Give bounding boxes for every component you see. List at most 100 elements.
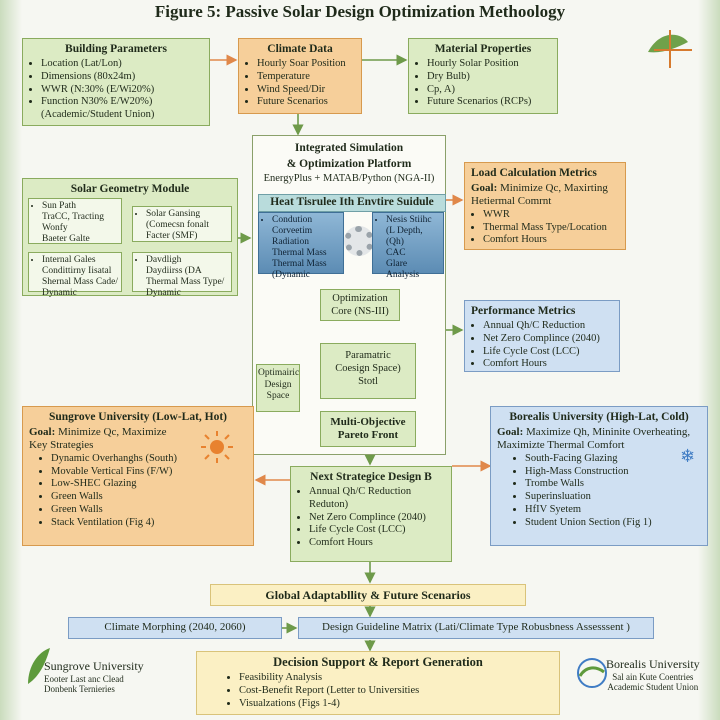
- borealis-university-box: Borealis University (High-Lat, Cold) Goa…: [490, 406, 708, 546]
- solar-sub-daylight: Davdligh Daydiirss (DA Thermal Mass Type…: [132, 252, 232, 298]
- performance-metrics-heading: Performance Metrics: [471, 305, 576, 317]
- next-design-item: Net Zero Complince (2040): [309, 512, 445, 525]
- parametric-line3: Stotl: [358, 375, 378, 387]
- climate-morphing-box: Climate Morphing (2040, 2060): [68, 617, 282, 639]
- solar-sub-item: Wonfy: [42, 222, 68, 233]
- sungrove-item: Green Walls: [51, 491, 247, 504]
- leaf-compass-icon: [648, 30, 692, 68]
- heat-panel-left: Condution Corveetim Radiation Thermal Ma…: [258, 212, 344, 280]
- sungrove-logo-line3: Donbenk Ternieries: [44, 684, 115, 695]
- heat-left-item: Thermal Mass: [272, 258, 327, 269]
- solar-sub-item: Solar Gansing: [146, 209, 228, 220]
- borealis-item: Superinsluation: [525, 491, 701, 504]
- performance-item: Comfort Hours: [483, 358, 613, 371]
- solar-sub-item: Shernal Mass Cade/: [42, 276, 118, 287]
- solar-sub-gansing: Solar Gansing (Comecsn fonalt Facter (SM…: [132, 206, 232, 242]
- solar-sub-item: (Comecsn fonalt: [146, 219, 210, 230]
- parametric-line2: Coesign Space): [335, 362, 401, 374]
- solar-sub-item: TraCC, Tracting: [42, 211, 104, 222]
- decision-item: Visualzations (Figs 1-4): [239, 698, 553, 711]
- climate-item: Future Scenarios: [257, 96, 355, 109]
- platform-heading-line2: & Optimization Platform: [286, 158, 412, 171]
- borealis-logo-name: Borealis University: [606, 657, 700, 671]
- solar-sub-item: Facter (SMF): [146, 230, 198, 241]
- building-parameters-box: Building Parameters Location (Lat/Lon) D…: [22, 38, 210, 126]
- sungrove-item: Low-SHEC Glazing: [51, 478, 247, 491]
- sungrove-item: Green Walls: [51, 504, 247, 517]
- solar-sub-item: Davdligh: [146, 255, 228, 266]
- opt-core-line1: Optimization: [332, 293, 388, 304]
- solar-sub-item: Daydiirss (DA: [146, 265, 202, 276]
- building-parameters-heading: Building Parameters: [65, 43, 167, 55]
- borealis-globe-logo-icon: [577, 658, 607, 688]
- pareto-line1: Multi-Objective: [330, 416, 406, 428]
- borealis-logo-line3: Academic Student Union: [607, 682, 699, 693]
- material-item: Hourly Solar Position: [427, 58, 551, 71]
- sungrove-item: Dynamic Overhanghs (South): [51, 453, 247, 466]
- heat-right-item: Glare Analysis: [386, 258, 420, 280]
- design-guideline-matrix-box: Design Guideline Matrix (Lati/Climate Ty…: [298, 617, 654, 639]
- sungrove-strategies-label: Key Strategies: [29, 439, 94, 452]
- opt-core-line2: Core (NS-III): [331, 305, 389, 317]
- sungrove-logo-name: Sungrove University: [44, 659, 144, 673]
- building-item: (Academic/Student Union): [41, 109, 155, 121]
- load-item: Comfort Hours: [483, 234, 619, 247]
- decision-item: Feasibility Analysis: [239, 672, 553, 685]
- sungrove-logo-line2: Eooter Last anc Clead: [44, 673, 124, 684]
- performance-item: Life Cycle Cost (LCC): [483, 346, 613, 359]
- material-properties-heading: Material Properties: [434, 43, 532, 55]
- borealis-item: South-Facing Glazing: [525, 453, 701, 466]
- optimaric-line1: Optimairic: [258, 368, 300, 378]
- building-item: Function N30% E/W20%): [41, 96, 203, 109]
- next-design-item: Annual Qh/C Reduction Reduton): [309, 486, 445, 512]
- solar-sub-internal: Internal Gales Condittirny Iisatal Shern…: [28, 252, 122, 298]
- heat-right-item: (L Depth, (Qh): [386, 225, 423, 247]
- heat-panel-right: Nesis Stiihc (L Depth, (Qh) CAC Glare An…: [372, 212, 444, 280]
- sungrove-item: Stack Ventilation (Fig 4): [51, 517, 247, 530]
- decision-heading: Decision Support & Report Generation: [273, 655, 483, 669]
- borealis-goal-text: Maximize Qh, Mininite Overheating, Maxim…: [497, 426, 691, 452]
- performance-metrics-box: Performance Metrics Annual Qh/C Reductio…: [464, 300, 620, 372]
- building-item: Dimensions (80x24m): [41, 71, 203, 84]
- parametric-line1: Paramatric: [345, 350, 391, 361]
- design-matrix-label: Design Guideline Matrix (Lati/Climate Ty…: [322, 621, 630, 633]
- climate-data-box: Climate Data Hourly Soar Position Temper…: [238, 38, 362, 114]
- next-design-item: Comfort Hours: [309, 537, 445, 550]
- heat-left-item: Radiation: [272, 236, 309, 247]
- borealis-logo-line2: Sal ain Kute Coentries: [612, 671, 694, 682]
- decision-item: Cost-Benefit Report (Letter to Universit…: [239, 685, 553, 698]
- borealis-item: Trombe Walls: [525, 478, 701, 491]
- solar-sub-item: Thermal Mass Type/: [146, 276, 225, 287]
- figure-title: Figure 5: Passive Solar Design Optimizat…: [154, 2, 566, 21]
- performance-item: Annual Qh/C Reduction: [483, 320, 613, 333]
- performance-item: Net Zero Complince (2040): [483, 333, 613, 346]
- climate-item: Wind Speed/Dir: [257, 84, 355, 97]
- sungrove-item: Movable Vertical Fins (F/W): [51, 466, 247, 479]
- sungrove-university-box: Sungrove University (Low-Lat, Hot) Goal:…: [22, 406, 254, 546]
- pareto-front-box: Multi-Objective Pareto Front: [320, 411, 416, 447]
- load-item: Thermal Mass Type/Location: [483, 222, 619, 235]
- optimaric-design-space-box: Optimairic Design Space: [256, 364, 300, 412]
- sungrove-heading: Sungrove University (Low-Lat, Hot): [48, 411, 228, 423]
- borealis-heading: Borealis University (High-Lat, Cold): [509, 411, 689, 423]
- building-item: Location (Lat/Lon): [41, 58, 203, 71]
- solar-sub-sunpath: Sun Path TraCC, Tracting Wonfy Baeter Ga…: [28, 198, 122, 244]
- next-design-item: Life Cycle Cost (LCC): [309, 524, 445, 537]
- borealis-item: High-Mass Construction: [525, 466, 701, 479]
- load-item: WWR: [483, 209, 619, 222]
- solar-sub-item: Baeter Galte: [42, 233, 90, 244]
- borealis-item: HfIV Syetem: [525, 504, 701, 517]
- material-properties-box: Material Properties Hourly Solar Positio…: [408, 38, 558, 114]
- optimaric-line3: Space: [266, 391, 290, 402]
- heat-module-heading: Heat Tisrulee Ith Envtire Suidule: [258, 194, 446, 212]
- optimization-core-box: Optimization Core (NS-III): [320, 289, 400, 321]
- solar-geometry-heading: Solar Geometry Module: [70, 183, 190, 195]
- heat-right-item: Nesis Stiihc: [386, 215, 440, 226]
- sun-icon: [201, 431, 233, 463]
- building-item: WWR (N:30% (E/Wi20%): [41, 84, 203, 97]
- platform-tools: EnergyPlus + MATAB/Python (NGA-II): [263, 173, 435, 185]
- gear-icon: [344, 226, 374, 256]
- climate-morphing-label: Climate Morphing (2040, 2060): [104, 621, 246, 633]
- sungrove-leaf-logo-icon: [28, 648, 50, 684]
